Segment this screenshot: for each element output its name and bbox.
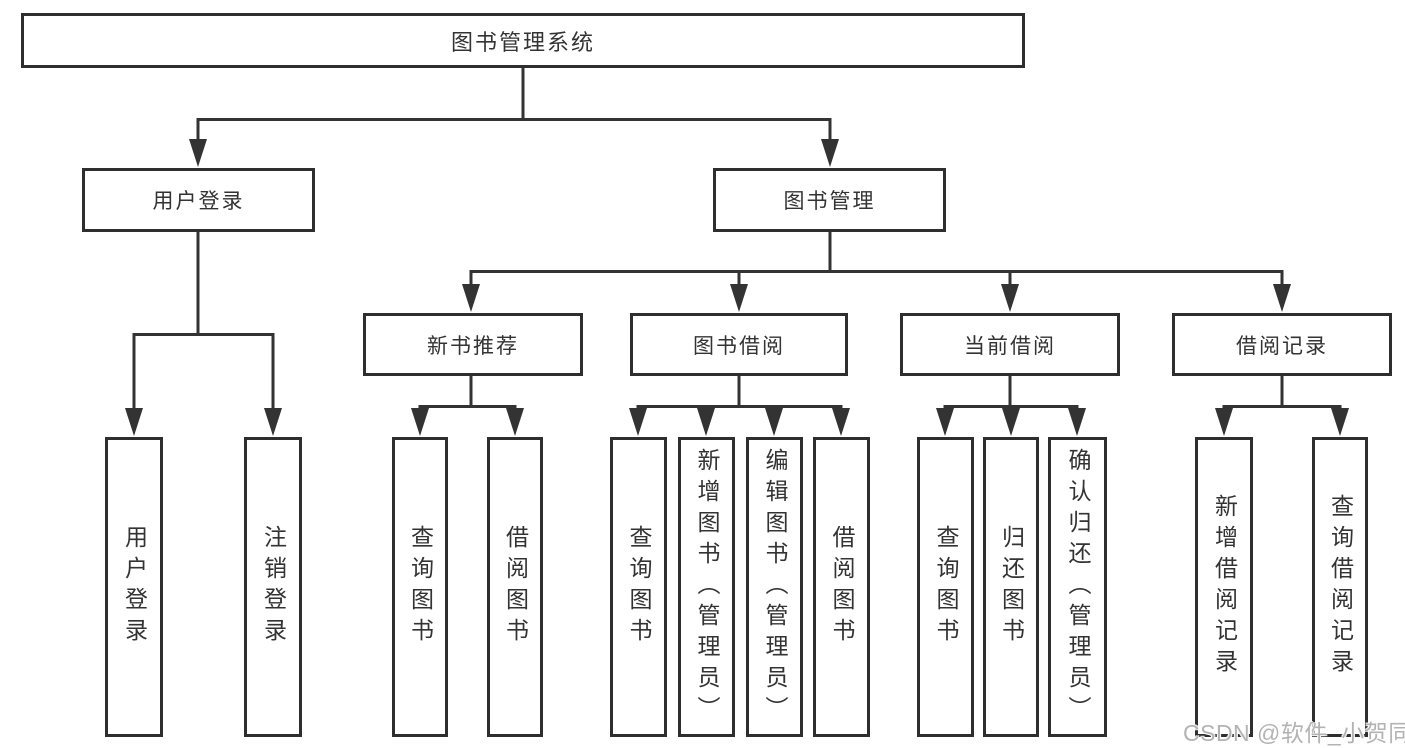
node-label: 借阅记录 bbox=[1236, 334, 1328, 358]
node-label: 新书推荐 bbox=[427, 334, 519, 358]
leaf-label: 新增图书（管理员） bbox=[694, 447, 720, 727]
node-user-login: 用户登录 bbox=[82, 168, 315, 232]
node-label: 图书借阅 bbox=[693, 334, 785, 358]
node-label: 用户登录 bbox=[152, 190, 245, 213]
node-label: 图书管理 bbox=[783, 190, 876, 213]
node-new-book-recommend: 新书推荐 bbox=[363, 313, 583, 376]
leaf-label: 查询图书 bbox=[407, 525, 434, 649]
leaf-borrow-book: 借阅图书 bbox=[813, 437, 870, 737]
leaf-current-query-book: 查询图书 bbox=[917, 437, 974, 737]
leaf-logout: 注销登录 bbox=[244, 437, 302, 737]
node-library-management-system: 图书管理系统 bbox=[21, 13, 1025, 68]
leaf-label: 查询图书 bbox=[933, 525, 959, 649]
leaf-label: 查询图书 bbox=[626, 525, 652, 649]
node-label: 当前借阅 bbox=[964, 334, 1056, 358]
leaf-user-login: 用户登录 bbox=[105, 437, 163, 737]
node-label: 图书管理系统 bbox=[450, 29, 595, 55]
node-current-borrow: 当前借阅 bbox=[900, 313, 1120, 376]
leaf-recommend-query-book: 查询图书 bbox=[392, 437, 448, 737]
leaf-label: 借阅图书 bbox=[829, 525, 855, 649]
leaf-label: 用户登录 bbox=[121, 525, 148, 649]
leaf-add-borrow-record: 新增借阅记录 bbox=[1195, 437, 1253, 737]
leaf-return-book: 归还图书 bbox=[983, 437, 1039, 737]
node-borrow-records: 借阅记录 bbox=[1172, 313, 1392, 376]
leaf-borrow-query-book: 查询图书 bbox=[610, 437, 667, 737]
leaf-label: 新增借阅记录 bbox=[1211, 494, 1238, 680]
leaf-edit-book-admin: 编辑图书（管理员） bbox=[746, 437, 803, 737]
leaf-label: 编辑图书（管理员） bbox=[762, 447, 788, 727]
leaf-recommend-borrow-book: 借阅图书 bbox=[487, 437, 543, 737]
node-book-borrow: 图书借阅 bbox=[630, 313, 848, 376]
leaf-label: 归还图书 bbox=[998, 525, 1025, 649]
leaf-label: 查询借阅记录 bbox=[1327, 494, 1354, 680]
leaf-label: 注销登录 bbox=[260, 525, 287, 649]
leaf-label: 借阅图书 bbox=[502, 525, 529, 649]
leaf-add-book-admin: 新增图书（管理员） bbox=[678, 437, 735, 737]
leaf-confirm-return-admin: 确认归还（管理员） bbox=[1048, 437, 1107, 737]
leaf-label: 确认归还（管理员） bbox=[1065, 447, 1091, 727]
leaf-query-borrow-record: 查询借阅记录 bbox=[1312, 437, 1368, 737]
node-book-management: 图书管理 bbox=[713, 168, 946, 232]
csdn-watermark: CSDN @软件_小贺同学 bbox=[1183, 720, 1405, 746]
